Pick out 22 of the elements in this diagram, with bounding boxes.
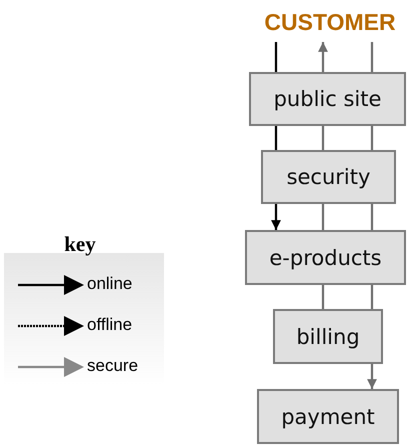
connector-line [370,42,374,72]
legend-label: offline [87,315,132,335]
arrow [367,364,377,389]
process-box: payment [257,389,399,444]
process-box: e-products [245,230,406,285]
connector-line [322,204,324,230]
key-title: key [63,232,97,257]
connector-line [322,126,324,150]
actor-label: CUSTOMER [250,6,410,38]
connector-line [274,42,278,72]
connector-line [322,285,324,309]
legend-label: online [87,274,132,294]
connector-line [370,285,374,309]
arrow [271,204,281,230]
legend-label: secure [87,356,138,376]
connector-line [370,126,374,150]
process-box: security [261,150,396,204]
connector-line [274,126,278,150]
arrow [318,42,328,72]
process-box: public site [249,72,406,126]
process-box: billing [273,309,383,364]
connector-line [370,204,374,230]
